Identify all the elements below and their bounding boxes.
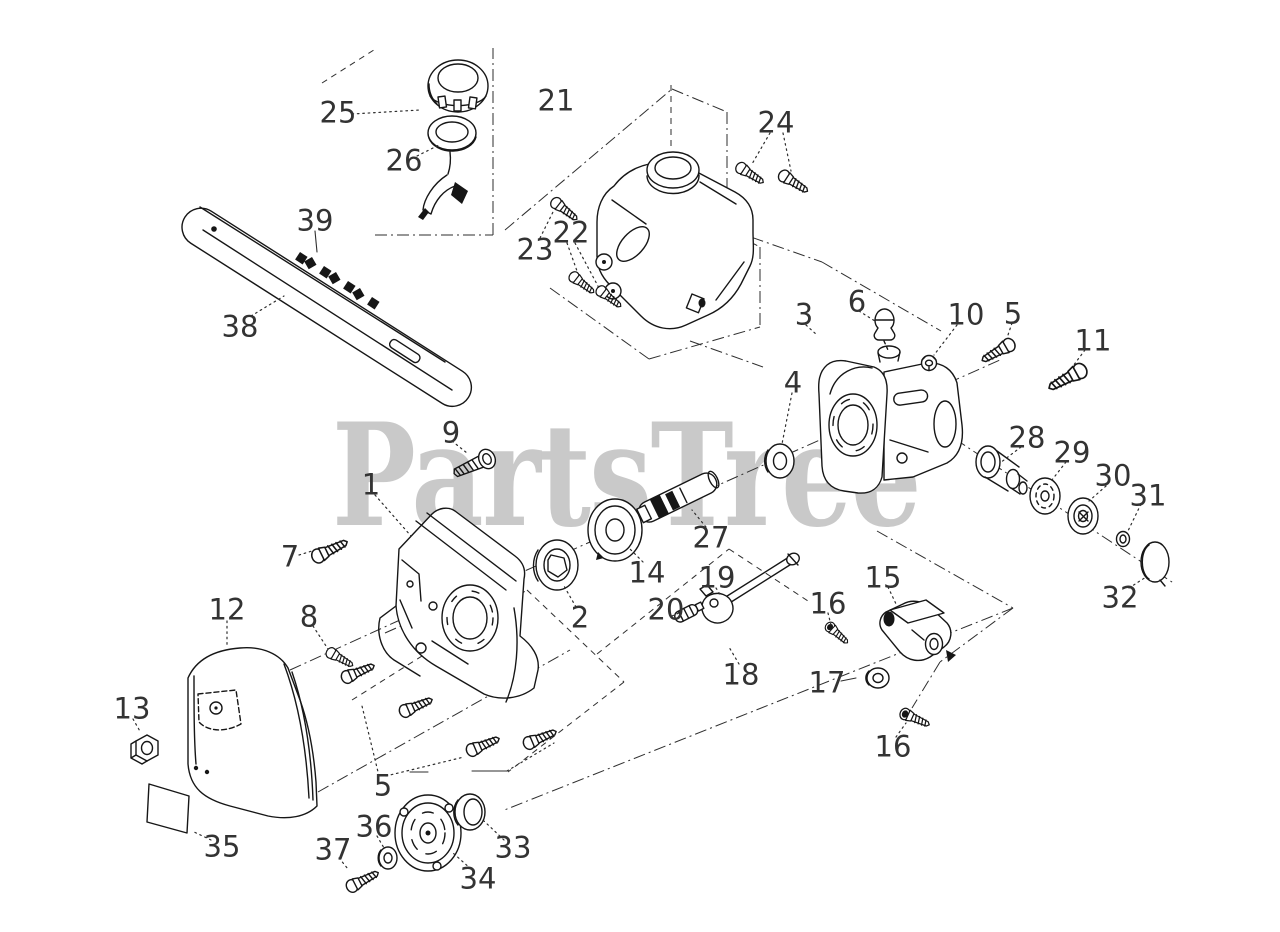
part-label-15: 15: [865, 560, 902, 594]
part-screw-11: [1044, 360, 1091, 396]
part-dust-cover-32: [1140, 541, 1170, 587]
part-bearing-4: [764, 443, 795, 479]
part-label-5: 5: [1004, 296, 1022, 330]
part-label-39: 39: [297, 203, 334, 237]
part-label-17: 17: [809, 665, 846, 699]
part-screw-16-upper: [823, 620, 851, 646]
part-label-20: 20: [648, 592, 685, 626]
part-guide-bar-38: [181, 206, 473, 408]
part-washer-2: [532, 539, 579, 591]
part-label-21: 21: [538, 83, 575, 117]
part-screw-22a: [566, 269, 598, 298]
part-cap-retainer: [418, 151, 468, 220]
part-clutch-34: [394, 794, 462, 872]
part-label-31: 31: [1130, 478, 1167, 512]
part-label-34: 34: [460, 861, 497, 895]
part-brake-housing-1: [378, 507, 539, 703]
part-label-30: 30: [1095, 458, 1132, 492]
part-label-22: 22: [553, 215, 590, 249]
part-label-4: 4: [784, 365, 802, 399]
part-washer-36: [377, 846, 398, 870]
part-sprocket-14: [587, 498, 643, 562]
part-label-1: 1: [362, 467, 380, 501]
part-chain-39: [295, 251, 380, 310]
part-label-24: 24: [758, 105, 795, 139]
part-label-9: 9: [442, 415, 460, 449]
part-ring-31: [1115, 530, 1131, 548]
part-clutch-cover-12: [187, 647, 318, 819]
part-bearing-29: [1029, 477, 1061, 515]
part-bolt-5-top: [978, 335, 1019, 368]
part-label-33: 33: [495, 830, 532, 864]
part-label-23: 23: [517, 232, 554, 266]
part-label-7: 7: [281, 539, 299, 573]
part-label-32: 32: [1102, 580, 1139, 614]
part-label-14: 14: [629, 555, 666, 589]
part-screw-9: [453, 448, 497, 478]
part-fuel-tank-21: [595, 151, 755, 330]
part-label-5: 5: [374, 768, 392, 802]
leader-lines: [132, 109, 1147, 870]
part-label-2: 2: [571, 600, 589, 634]
part-label-19: 19: [699, 560, 736, 594]
part-oil-pump-15: [879, 599, 956, 662]
part-label-3: 3: [795, 297, 813, 331]
part-gear-30: [1067, 497, 1099, 535]
part-bar-nut-13: [130, 734, 159, 765]
part-shaft-28: [975, 445, 1028, 495]
part-drawings: [130, 59, 1170, 895]
part-label-11: 11: [1075, 323, 1112, 357]
part-worm-gear-27: [636, 470, 720, 524]
part-oil-pickup-18-19-20: [674, 552, 800, 624]
part-label-6: 6: [848, 284, 866, 318]
part-label-16: 16: [875, 729, 912, 763]
part-label-8: 8: [300, 599, 318, 633]
part-screw-37: [343, 866, 382, 895]
part-label-38: 38: [222, 309, 259, 343]
part-label-18: 18: [723, 657, 760, 691]
part-label-27: 27: [693, 520, 730, 554]
part-filler-bolt-6: [873, 308, 896, 351]
part-label-28: 28: [1009, 420, 1046, 454]
part-label-35: 35: [204, 829, 241, 863]
part-label-37: 37: [315, 832, 352, 866]
part-label-12: 12: [209, 592, 246, 626]
part-screw-24a: [733, 159, 768, 188]
part-washer-17: [865, 667, 890, 689]
part-label-16: 16: [810, 586, 847, 620]
part-screw-8: [323, 645, 357, 671]
part-cup-washer-33: [453, 793, 486, 831]
part-fuel-cap-25: [427, 59, 489, 113]
part-crankcase-3: [818, 345, 964, 494]
part-label-26: 26: [386, 143, 423, 177]
part-label-29: 29: [1054, 435, 1091, 469]
part-label-25: 25: [320, 95, 357, 129]
part-label-10: 10: [948, 297, 985, 331]
part-nut-10: [920, 354, 938, 372]
part-label-36: 36: [356, 809, 393, 843]
part-screw-24b: [775, 167, 812, 198]
part-label-13: 13: [114, 691, 151, 725]
part-cap-gasket-26: [427, 115, 477, 152]
part-name-plate-35: [146, 783, 190, 834]
